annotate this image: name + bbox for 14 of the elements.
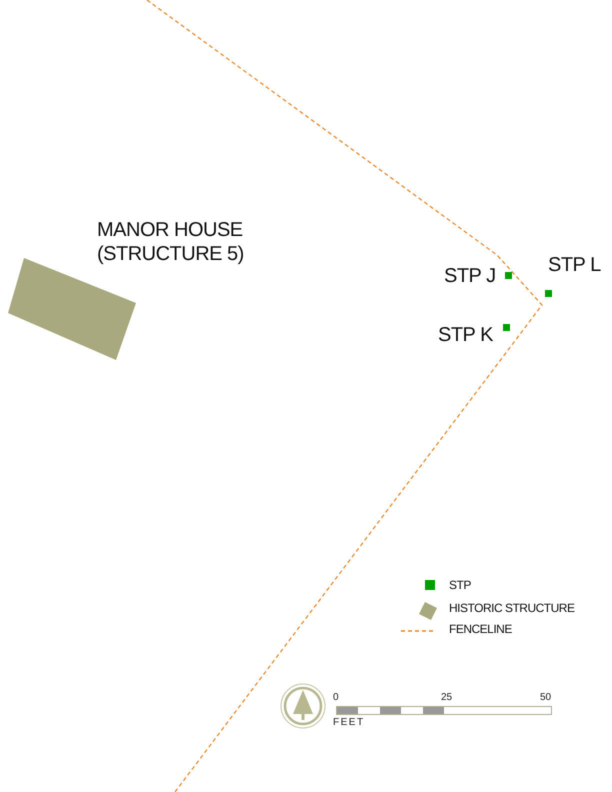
test-pit-label: STP K xyxy=(438,323,493,347)
scale-tick-label: 0 xyxy=(333,692,339,703)
test-pit-label: STP L xyxy=(548,253,601,277)
test-pit-marker xyxy=(503,324,510,331)
test-pit-marker xyxy=(505,272,512,279)
legend-label: HISTORIC STRUCTURE xyxy=(449,601,574,615)
test-pit-marker xyxy=(545,290,552,297)
legend-label: FENCELINE xyxy=(449,622,512,636)
test-pit-label: STP J xyxy=(444,264,496,288)
building-label: MANOR HOUSE (STRUCTURE 5) xyxy=(97,218,245,266)
scale-tick-label: 25 xyxy=(441,692,452,703)
legend-label: STP xyxy=(449,578,471,592)
scale-tick-label: 50 xyxy=(540,692,552,703)
scale-unit: FEET xyxy=(333,717,365,728)
